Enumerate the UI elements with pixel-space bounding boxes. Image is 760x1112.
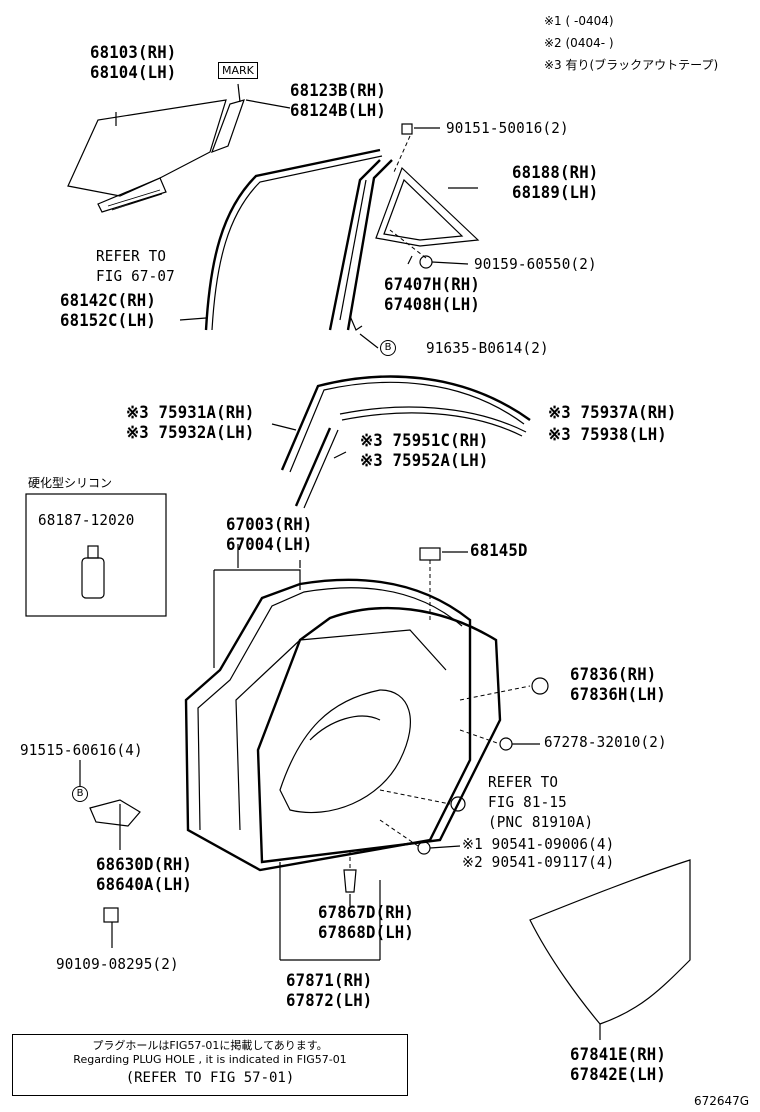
circle-b-marker-2: B	[72, 786, 88, 802]
part-68188[interactable]: 68188(RH)	[512, 163, 599, 183]
part-67836h[interactable]: 67836H(LH)	[570, 685, 667, 705]
plug-note-ref[interactable]: (REFER TO FIG 57-01)	[125, 1070, 295, 1086]
part-67003[interactable]: 67003(RH)	[226, 515, 313, 535]
part-90151[interactable]: 90151-50016(2)	[446, 119, 569, 137]
door-glass-shape	[67, 99, 227, 197]
run-channel-shape	[204, 148, 381, 331]
circle-b-marker: B	[380, 340, 396, 356]
part-67871[interactable]: 67871(RH)	[286, 971, 373, 991]
weatherstrip-shape	[256, 606, 502, 864]
refer-fig-81-15-c[interactable]: (PNC 81910A)	[488, 813, 594, 831]
part-90159[interactable]: 90159-60550(2)	[474, 255, 597, 273]
refer-fig-67-07-b[interactable]: FIG 67-07	[96, 267, 175, 285]
part-68104[interactable]: 68104(LH)	[90, 63, 177, 83]
part-90541-09117[interactable]: ※2 90541-09117(4)	[462, 853, 615, 871]
refer-fig-67-07-a[interactable]: REFER TO	[96, 247, 167, 265]
part-75952a[interactable]: ※3 75952A(LH)	[360, 451, 489, 471]
part-67842e[interactable]: 67842E(LH)	[570, 1065, 667, 1085]
quarter-glass-shape	[210, 99, 245, 154]
part-68103[interactable]: 68103(RH)	[90, 43, 177, 63]
silicone-title: 硬化型シリコン	[28, 476, 113, 490]
plug-note-en: Regarding PLUG HOLE , it is indicated in…	[73, 1053, 347, 1066]
plug-hole-note-box: プラグホールはFIG57-01に掲載してあります。 Regarding PLUG…	[12, 1034, 408, 1096]
part-68142c[interactable]: 68142C(RH)	[60, 291, 157, 311]
part-68189[interactable]: 68189(LH)	[512, 183, 599, 203]
refer-fig-81-15-b[interactable]: FIG 81-15	[488, 793, 567, 811]
note-2: ※2 (0404- )	[544, 36, 614, 50]
part-75951c[interactable]: ※3 75951C(RH)	[360, 431, 489, 451]
part-67004[interactable]: 67004(LH)	[226, 535, 313, 555]
part-91515[interactable]: 91515-60616(4)	[20, 741, 143, 759]
part-91635[interactable]: 91635-B0614(2)	[426, 339, 549, 357]
part-75932a[interactable]: ※3 75932A(LH)	[126, 423, 255, 443]
part-67407h[interactable]: 67407H(RH)	[384, 275, 481, 295]
note-3: ※3 有り(ブラックアウトテープ)	[544, 58, 719, 72]
part-68123b[interactable]: 68123B(RH)	[290, 81, 387, 101]
part-68640a[interactable]: 68640A(LH)	[96, 875, 193, 895]
part-68145d[interactable]: 68145D	[470, 541, 528, 561]
hole-cover-shape	[529, 859, 691, 1025]
figure-id: 672647G	[694, 1094, 750, 1108]
molding-outer-shape	[280, 375, 531, 471]
part-68124b[interactable]: 68124B(LH)	[290, 101, 387, 121]
part-67868d[interactable]: 67868D(LH)	[318, 923, 415, 943]
door-panel-shape	[184, 578, 472, 872]
fixed-glass-shape	[375, 166, 480, 247]
part-90541-09006[interactable]: ※1 90541-09006(4)	[462, 835, 615, 853]
part-68187[interactable]: 68187-12020	[38, 511, 135, 529]
part-67841e[interactable]: 67841E(RH)	[570, 1045, 667, 1065]
part-67836[interactable]: 67836(RH)	[570, 665, 657, 685]
plug-note-jp: プラグホールはFIG57-01に掲載してあります。	[92, 1039, 328, 1052]
part-68630d[interactable]: 68630D(RH)	[96, 855, 193, 875]
part-67408h[interactable]: 67408H(LH)	[384, 295, 481, 315]
part-67867d[interactable]: 67867D(RH)	[318, 903, 415, 923]
part-67872[interactable]: 67872(LH)	[286, 991, 373, 1011]
part-75931a[interactable]: ※3 75931A(RH)	[126, 403, 255, 423]
part-67278[interactable]: 67278-32010(2)	[544, 733, 667, 751]
mark-label: MARK	[218, 62, 258, 79]
part-75938[interactable]: ※3 75938(LH)	[548, 425, 667, 445]
note-1: ※1 ( -0404)	[544, 14, 614, 28]
part-90109[interactable]: 90109-08295(2)	[56, 955, 179, 973]
division-bar-shape	[328, 159, 381, 331]
refer-fig-81-15-a[interactable]: REFER TO	[488, 773, 559, 791]
silicone-box	[25, 493, 167, 617]
part-75937a[interactable]: ※3 75937A(RH)	[548, 403, 677, 423]
part-68152c[interactable]: 68152C(LH)	[60, 311, 157, 331]
